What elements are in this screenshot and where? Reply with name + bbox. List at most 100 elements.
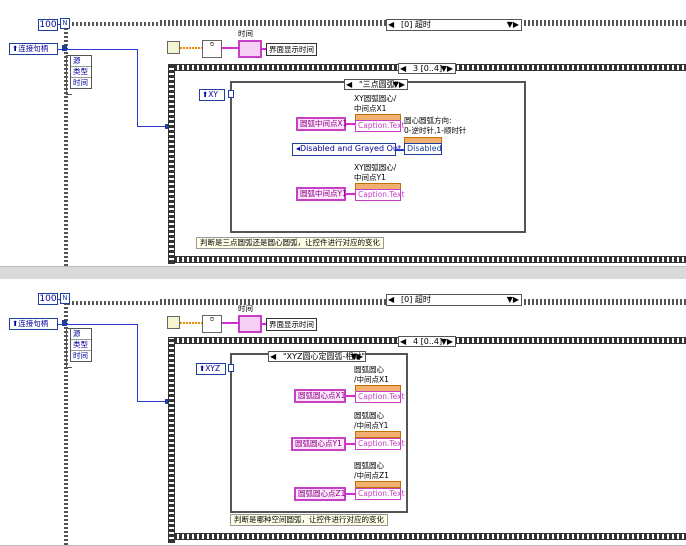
comment-label: 判断是三点圆弧还是圆心圆弧，让控件进行对应的变化	[196, 237, 384, 249]
inner-case-selector[interactable]: ◀ "XYZ圆心定圆弧-相对" ▼▶	[268, 351, 366, 362]
event-field-time: 时间	[73, 351, 88, 360]
tunnel	[62, 45, 67, 51]
wire	[222, 47, 238, 49]
y1-label-line1: 圆弧圆心	[354, 411, 384, 420]
connect-handle-label: 连接句柄	[18, 319, 49, 328]
event-case-selector[interactable]: ◀ [0] 超时 ▼▶	[386, 19, 522, 31]
wire	[58, 49, 138, 50]
wire	[137, 401, 167, 402]
case-selector-terminal	[228, 90, 234, 98]
x1-label-line1: 圆弧圆心	[354, 365, 384, 374]
loop-count-constant[interactable]: 100	[38, 293, 58, 305]
x1-label-line2: /中间点X1	[354, 375, 389, 384]
caption-text-property-2[interactable]: Caption.Text	[355, 189, 405, 201]
stacked-sequence-label: 3 [0..4]	[413, 64, 443, 73]
connect-handle-terminal[interactable]: ⬆连接句柄	[9, 318, 58, 330]
stacked-sequence-bottom-border	[168, 256, 686, 263]
time-indicator-icon[interactable]	[238, 315, 262, 333]
while-loop-border-left	[64, 22, 68, 266]
ref-arrow-icon: ⬆	[12, 44, 19, 53]
selector-right-icon[interactable]: ▼▶	[506, 295, 519, 304]
loop-count-icon: N	[60, 18, 70, 29]
time-indicator-icon[interactable]	[238, 40, 262, 58]
selector-right-icon[interactable]: ▼▶	[506, 20, 519, 29]
wire	[346, 493, 355, 495]
z1-label-line1: 圆弧圆心	[354, 461, 384, 470]
wire	[346, 193, 355, 195]
xyz-ref-label: XYZ	[205, 364, 221, 373]
case-selector-terminal	[228, 364, 234, 372]
event-data-node-bracket	[66, 328, 72, 368]
block-diagram-panel-1: 100 N ◀ [0] 超时 ▼▶ ⬆连接句柄 源 类型 时间 ⏲ 时间 界面显…	[0, 0, 686, 267]
arc-center-y1-control[interactable]: 圆弧圆心点Y1	[291, 437, 346, 451]
event-case-selector[interactable]: ◀ [0] 超时 ▼▶	[386, 294, 522, 306]
block-diagram-panel-2: 100 N ◀ [0] 超时 ▼▶ ⬆连接句柄 源 类型 时间 ⏲ 时间 界面显…	[0, 279, 686, 546]
event-data-node[interactable]: 源 类型 时间	[70, 328, 92, 362]
disabled-enum-constant[interactable]: ◂Disabled and Grayed Out ▾	[292, 143, 408, 156]
selector-right-icon[interactable]: ▼▶	[350, 352, 363, 361]
property-node-icon[interactable]	[167, 316, 180, 329]
event-field-source: 源	[71, 56, 91, 67]
clock-subvi-icon[interactable]: ⏲	[202, 40, 222, 58]
y1-label-line2: /中间点Y1	[354, 421, 389, 430]
selector-right-icon[interactable]: ▼▶	[440, 337, 453, 346]
selector-right-icon[interactable]: ▼▶	[440, 64, 453, 73]
inner-case-selector[interactable]: ◀ "三点圆弧" ▼▶	[344, 79, 408, 90]
direction-label-line2: 0-逆时针,1-顺时针	[404, 126, 467, 135]
wire	[58, 324, 138, 325]
selector-left-icon[interactable]: ◀	[388, 20, 395, 29]
ui-time-display-button[interactable]: 界面显示时间	[266, 43, 317, 56]
disabled-property[interactable]: Disabled	[404, 143, 442, 155]
clock-subvi-icon[interactable]: ⏲	[202, 315, 222, 333]
direction-label-line1: 圆心圆弧方向:	[404, 116, 452, 125]
arc-mid-x1-control[interactable]: 圆弧中间点X1	[296, 117, 347, 131]
selector-left-icon[interactable]: ◀	[400, 64, 407, 73]
ref-arrow-icon: ⬆	[202, 90, 209, 99]
arc-mid-y1-control[interactable]: 圆弧中间点Y1	[296, 187, 347, 201]
xy-ref-terminal[interactable]: ⬆XY	[199, 89, 225, 101]
stacked-sequence-selector[interactable]: ◀ 3 [0..4] ▼▶	[398, 63, 456, 74]
selector-left-icon[interactable]: ◀	[388, 295, 395, 304]
wire	[346, 123, 355, 125]
wire	[137, 324, 138, 402]
arc-center-x1-control[interactable]: 圆弧圆心点X1	[294, 389, 346, 403]
x1-label-line2: 中间点X1	[354, 104, 387, 113]
caption-text-property-1[interactable]: Caption.Text	[355, 391, 405, 403]
event-field-source: 源	[71, 329, 91, 340]
event-data-node-bracket	[66, 55, 72, 95]
loop-count-icon: N	[60, 293, 70, 304]
selector-left-icon[interactable]: ◀	[346, 80, 353, 89]
event-case-label: [0] 超时	[401, 295, 431, 304]
event-case-label: [0] 超时	[401, 20, 431, 29]
selector-left-icon[interactable]: ◀	[270, 352, 277, 361]
stacked-sequence-left-border	[168, 64, 175, 264]
time-label: 时间	[238, 304, 253, 313]
selector-left-icon[interactable]: ◀	[400, 337, 407, 346]
event-field-type: 类型	[71, 340, 91, 351]
caption-text-property-3[interactable]: Caption.Text	[355, 488, 405, 500]
property-node-icon[interactable]	[167, 41, 180, 54]
caption-text-property-1[interactable]: Caption.Text	[355, 120, 405, 132]
event-field-type: 类型	[71, 67, 91, 78]
wire	[137, 126, 167, 127]
ui-time-display-button[interactable]: 界面显示时间	[266, 318, 317, 331]
inner-case-label: "三点圆弧"	[359, 80, 399, 89]
caption-text-property-2[interactable]: Caption.Text	[355, 438, 405, 450]
loop-count-constant[interactable]: 100	[38, 19, 58, 31]
property-node-header	[355, 431, 401, 438]
event-data-node[interactable]: 源 类型 时间	[70, 55, 92, 89]
wire	[262, 323, 266, 325]
enum-value: Disabled and Grayed Out	[300, 144, 402, 153]
stacked-sequence-label: 4 [0..4]	[413, 337, 443, 346]
x1-label-line1: XY圆弧圆心/	[354, 94, 397, 103]
wire	[262, 48, 266, 50]
xy-ref-label: XY	[208, 90, 219, 99]
stacked-sequence-selector[interactable]: ◀ 4 [0..4] ▼▶	[398, 336, 456, 347]
selector-right-icon[interactable]: ▼▶	[392, 80, 405, 89]
property-node-header	[355, 481, 401, 488]
wire	[180, 47, 202, 49]
connect-handle-terminal[interactable]: ⬆连接句柄	[9, 43, 58, 55]
xyz-ref-terminal[interactable]: ⬆XYZ	[196, 363, 226, 375]
arc-center-z1-control[interactable]: 圆弧圆心点Z1	[294, 487, 346, 501]
wire	[396, 149, 404, 151]
